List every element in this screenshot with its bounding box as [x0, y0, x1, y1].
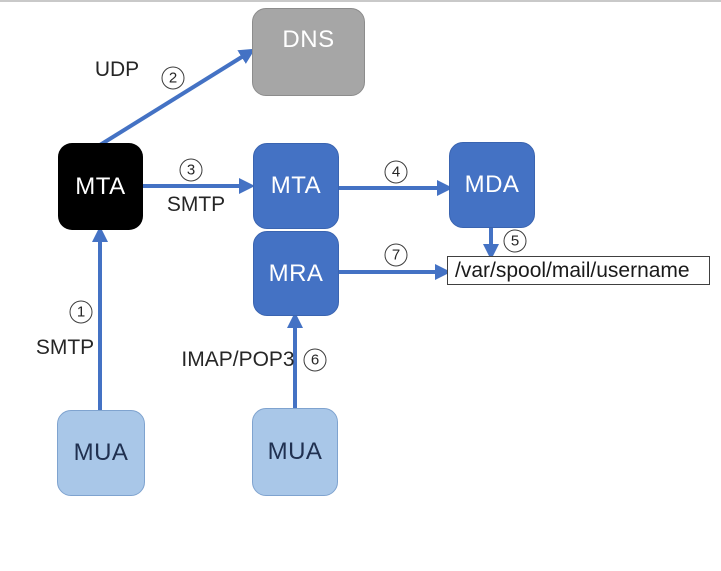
- node-mra: MRA: [253, 231, 339, 316]
- node-mua-receiver-label: MUA: [267, 438, 323, 465]
- node-mta-receiver: MTA: [253, 143, 339, 229]
- node-mail-spool-path: /var/spool/mail/username: [447, 256, 710, 285]
- label-smtp-relay: SMTP: [166, 193, 226, 216]
- window-top-edge: [0, 0, 721, 2]
- step-4-badge: 4: [384, 160, 408, 184]
- step-7-badge: 7: [384, 243, 408, 267]
- node-mda-label: MDA: [464, 171, 520, 198]
- step-5-badge: 5: [503, 229, 527, 253]
- step-6-badge: 6: [303, 348, 327, 372]
- step-1-badge: 1: [69, 300, 93, 324]
- node-dns-label: DNS: [282, 26, 335, 53]
- node-mta-sender: MTA: [58, 143, 143, 230]
- node-dns: DNS: [252, 8, 365, 96]
- label-smtp-send: SMTP: [35, 336, 95, 359]
- node-mua-sender: MUA: [57, 410, 145, 496]
- label-udp: UDP: [94, 58, 140, 81]
- node-mta-receiver-label: MTA: [270, 172, 322, 199]
- node-mta-sender-label: MTA: [75, 172, 126, 200]
- step-2-badge: 2: [161, 66, 185, 90]
- node-mra-label: MRA: [268, 259, 324, 287]
- node-mua-sender-label: MUA: [73, 439, 129, 466]
- node-mda: MDA: [449, 142, 535, 228]
- mail-spool-path-label: /var/spool/mail/username: [455, 258, 690, 282]
- label-imap-pop3: IMAP/POP3: [181, 348, 295, 371]
- step-3-badge: 3: [179, 158, 203, 182]
- node-mua-receiver: MUA: [252, 408, 338, 496]
